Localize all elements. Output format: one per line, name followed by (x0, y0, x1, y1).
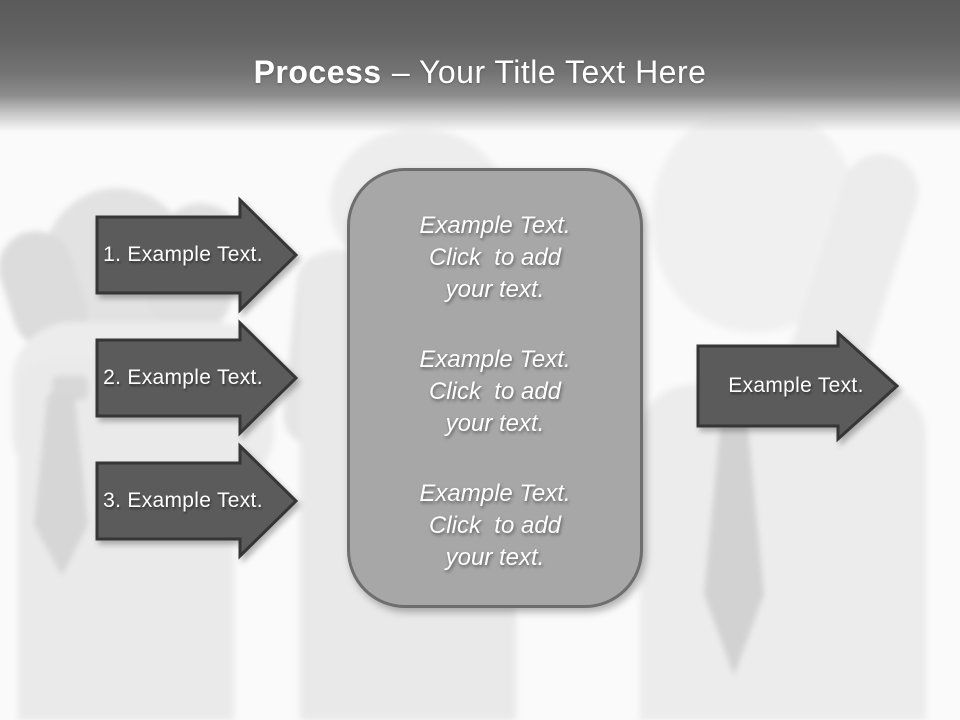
placeholder-line: Click to add (428, 244, 562, 271)
text-placeholder-1[interactable]: Example Text. Click to add your text. (350, 210, 640, 306)
output-arrow[interactable] (696, 329, 900, 443)
placeholder-line: Example Text. (419, 212, 571, 239)
placeholder-line: Click to add (428, 512, 562, 539)
process-arrow-1-label[interactable]: 1. Example Text. (103, 243, 263, 266)
page-title-emphasis: Process (253, 54, 382, 90)
arrow-right-shape (696, 329, 900, 443)
placeholder-line: your text. (445, 544, 545, 571)
process-arrow-2-label[interactable]: 2. Example Text. (103, 366, 263, 389)
placeholder-line: your text. (445, 410, 545, 437)
process-arrow-1[interactable] (95, 196, 300, 314)
process-arrow-3-label[interactable]: 3. Example Text. (103, 489, 263, 512)
placeholder-line: Click to add (428, 378, 562, 405)
text-placeholder-3[interactable]: Example Text. Click to add your text. (350, 478, 640, 574)
arrow-right-shape (95, 319, 299, 437)
process-arrow-2[interactable] (95, 319, 300, 437)
title-banner: Process– Your Title Text Here (0, 0, 960, 132)
page-title-rest: – Your Title Text Here (391, 54, 707, 90)
arrow-right-shape (95, 196, 299, 314)
placeholder-line: Example Text. (419, 346, 571, 373)
see-no-evil-figure-body (640, 385, 926, 720)
placeholder-line: your text. (445, 276, 545, 303)
arrow-right-shape (95, 442, 299, 560)
text-placeholder-2[interactable]: Example Text. Click to add your text. (350, 344, 640, 440)
placeholder-line: Example Text. (419, 480, 571, 507)
page-title[interactable]: Process– Your Title Text Here (0, 54, 960, 91)
output-arrow-label[interactable]: Example Text. (728, 374, 864, 397)
process-arrow-3[interactable] (95, 442, 300, 560)
center-text-box[interactable]: Example Text. Click to add your text. Ex… (347, 168, 643, 608)
